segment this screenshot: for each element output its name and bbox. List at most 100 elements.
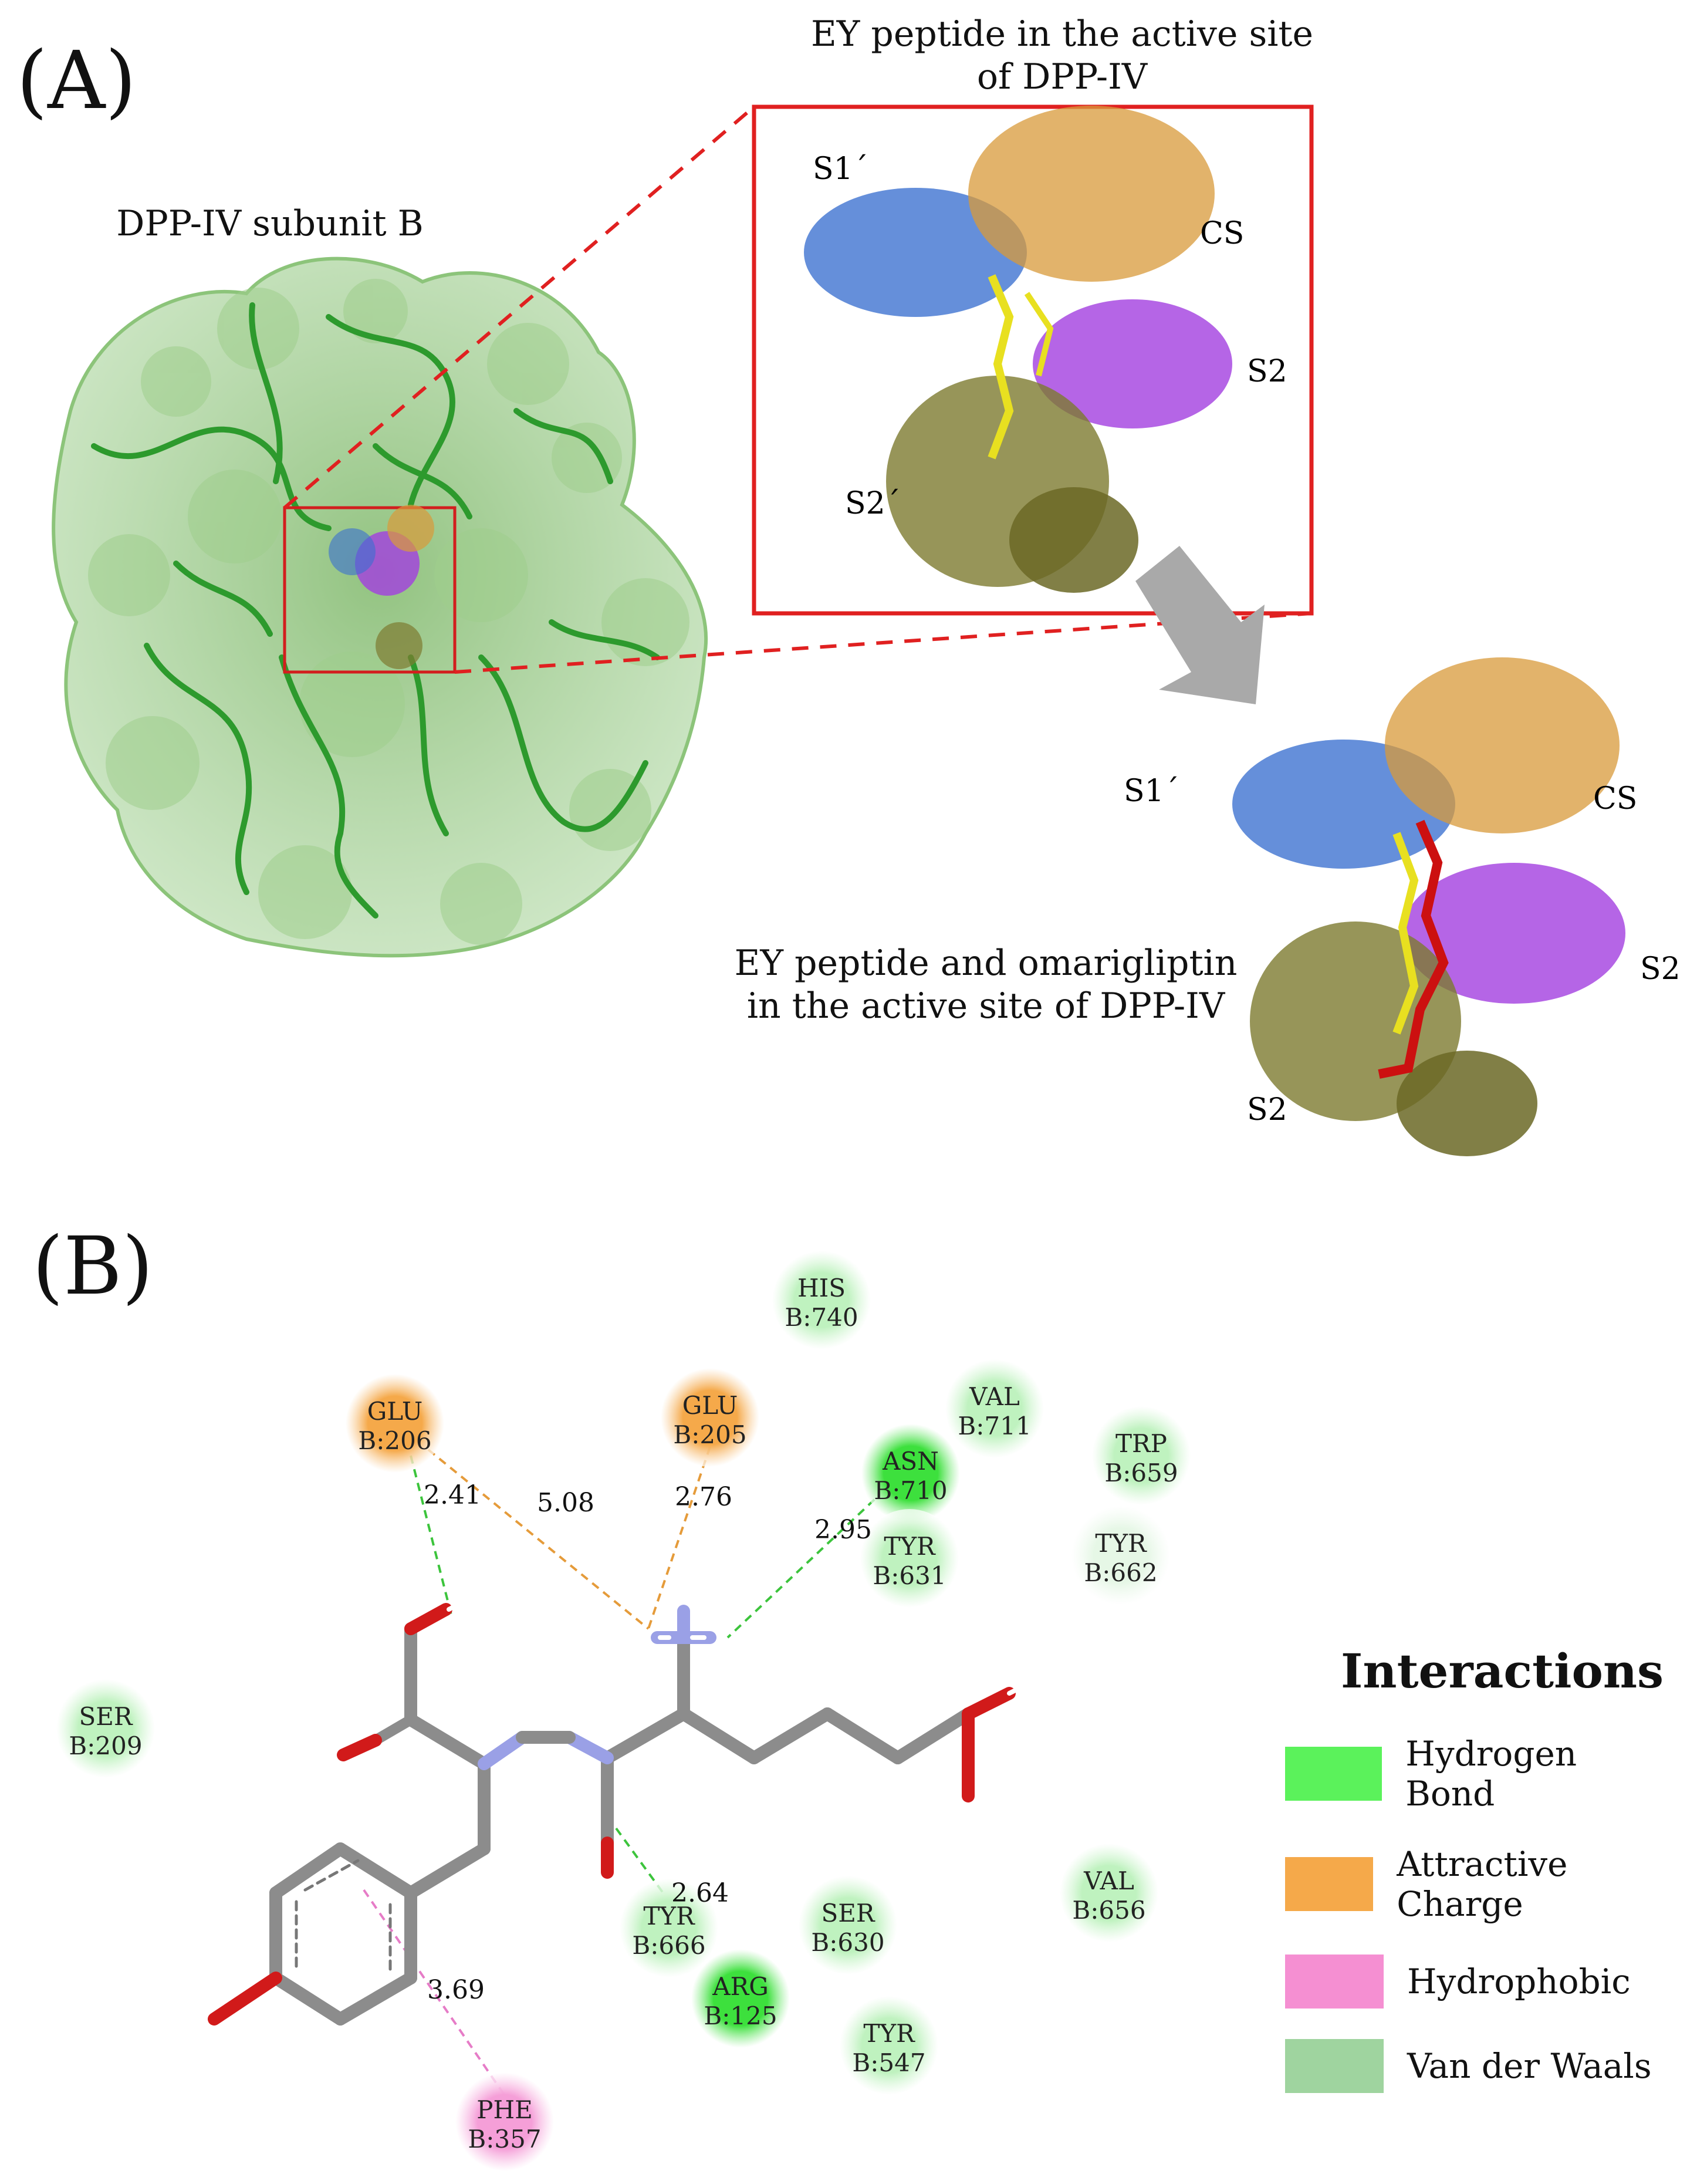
- residue-circle-tyr662: [1071, 1506, 1170, 1605]
- protein-surface: [52, 256, 708, 958]
- panel-a-figure: S1´ CS S2 S2´ S1´ CS S2 S2: [52, 104, 1681, 1156]
- combined-pockets: [1232, 657, 1625, 1156]
- legend-swatch-vdw: [1285, 2039, 1384, 2093]
- legend-label-vdw: Van der Waals: [1407, 2046, 1652, 2086]
- residue-name-glu205: GLU: [682, 1391, 738, 1420]
- residue-circle-ser630: [799, 1876, 897, 1974]
- combined-caption-line2: in the active site of DPP-IV: [746, 985, 1225, 1027]
- zoom-caption: EY peptide in the active site of DPP-IV: [751, 13, 1373, 99]
- pocket-cs-top: [968, 106, 1215, 282]
- residue-number-asn710: B:710: [874, 1476, 947, 1505]
- residue-name-phe357: PHE: [476, 2095, 533, 2124]
- residue-name-ser209: SER: [79, 1702, 133, 1731]
- residue-number-glu206: B:206: [358, 1426, 431, 1455]
- interaction-diagram: HISB:740GLUB:206GLUB:205VALB:711ASNB:710…: [56, 1251, 1191, 2171]
- residue-circle-val711: [945, 1359, 1044, 1458]
- residue-number-arg125: B:125: [704, 2001, 777, 2030]
- residue-circle-tyr666: [620, 1879, 718, 1977]
- residue-name-asn710: ASN: [882, 1447, 939, 1476]
- residue-circle-tyr631: [860, 1509, 959, 1608]
- legend-swatch-charge: [1285, 1857, 1374, 1911]
- residue-circle-val656: [1060, 1844, 1158, 1942]
- residue-number-val656: B:656: [1072, 1896, 1145, 1925]
- site-s2p-top: S2´: [845, 486, 901, 521]
- residue-group: HISB:740GLUB:206GLUB:205VALB:711ASNB:710…: [56, 1251, 1191, 2171]
- pocket-s1p-top: [804, 188, 1027, 317]
- interaction-lines: [363, 1446, 875, 2097]
- ligand-structure: [208, 1602, 1023, 2026]
- zoom-pockets: [804, 106, 1232, 593]
- legend-label-hydrophobic: Hydrophobic: [1407, 1962, 1631, 2001]
- zoom-line-top: [283, 105, 755, 509]
- site-s1p-top: S1´: [813, 151, 868, 187]
- zoom-caption-line1: EY peptide in the active site: [810, 13, 1314, 55]
- residue-number-ser209: B:209: [69, 1731, 142, 1760]
- residue-circle-asn710: [861, 1424, 960, 1523]
- legend-item-vdw: Van der Waals: [1285, 2039, 1672, 2093]
- charge-line-glu205: [647, 1446, 711, 1629]
- distance-glu205-n: 2.76: [675, 1482, 732, 1512]
- residue-name-glu206: GLU: [367, 1397, 423, 1426]
- residue-number-trp659: B:659: [1104, 1459, 1178, 1487]
- legend-label-hbond: Hydrogen Bond: [1405, 1734, 1577, 1814]
- site-s2-top: S2: [1247, 354, 1287, 389]
- site-cs-top: CS: [1200, 216, 1244, 251]
- panel-b-label: (B): [32, 1220, 154, 1313]
- residue-name-ser630: SER: [821, 1899, 875, 1928]
- residue-circle-phe357: [455, 2072, 554, 2171]
- residue-number-tyr631: B:631: [873, 1561, 946, 1590]
- distance-glu206-oh: 2.41: [424, 1480, 481, 1510]
- legend-item-hydrophobic: Hydrophobic: [1285, 1955, 1672, 2009]
- distance-asn710-n: 2.95: [814, 1515, 872, 1545]
- residue-name-tyr547: TYR: [863, 2019, 915, 2048]
- distance-tyr666-o: 2.64: [671, 1878, 729, 1908]
- residue-number-glu205: B:205: [673, 1420, 746, 1449]
- site-s2-bottom: S2: [1640, 951, 1681, 987]
- residue-number-ser630: B:630: [811, 1928, 884, 1957]
- residue-circle-glu206: [346, 1374, 444, 1473]
- combined-caption: EY peptide and omarigliptin in the activ…: [675, 942, 1297, 1028]
- pocket-s2-top: [1033, 299, 1232, 428]
- residue-number-phe357: B:357: [468, 2125, 541, 2153]
- transition-arrow: [1135, 546, 1265, 704]
- distance-labels: 2.41 5.08 2.76 2.95 2.64 3.69: [424, 1480, 872, 2005]
- zoom-caption-line2: of DPP-IV: [976, 56, 1148, 98]
- residue-circle-arg125: [691, 1949, 790, 2048]
- residue-number-val711: B:711: [958, 1412, 1031, 1440]
- site-s2b-bottom: S2: [1247, 1092, 1287, 1128]
- legend-item-charge: Attractive Charge: [1285, 1844, 1672, 1924]
- legend-swatch-hydrophobic: [1285, 1955, 1384, 2009]
- hbond-line-asn710: [726, 1498, 875, 1639]
- residue-name-trp659: TRP: [1115, 1429, 1167, 1458]
- charge-line-glu206: [427, 1449, 650, 1630]
- residue-number-tyr666: B:666: [632, 1931, 705, 1960]
- residue-circle-tyr547: [840, 1996, 938, 2095]
- residue-name-tyr662: TYR: [1095, 1529, 1147, 1558]
- legend-item-hbond: Hydrogen Bond: [1285, 1734, 1672, 1814]
- residue-number-tyr662: B:662: [1084, 1558, 1157, 1587]
- residue-name-his740: HIS: [797, 1274, 846, 1302]
- residue-circle-glu205: [661, 1368, 759, 1467]
- residue-number-tyr547: B:547: [852, 2048, 925, 2077]
- site-s1p-bottom: S1´: [1124, 774, 1179, 809]
- combined-caption-line1: EY peptide and omarigliptin: [734, 943, 1238, 984]
- active-site-thumb: [329, 505, 434, 669]
- distance-glu206-n: 5.08: [537, 1488, 594, 1518]
- residue-circle-his740: [772, 1251, 871, 1349]
- residue-name-arg125: ARG: [712, 1972, 769, 2001]
- legend: Interactions Hydrogen Bond Attractive Ch…: [1285, 1643, 1672, 2093]
- distance-phe357-ring: 3.69: [427, 1975, 485, 2005]
